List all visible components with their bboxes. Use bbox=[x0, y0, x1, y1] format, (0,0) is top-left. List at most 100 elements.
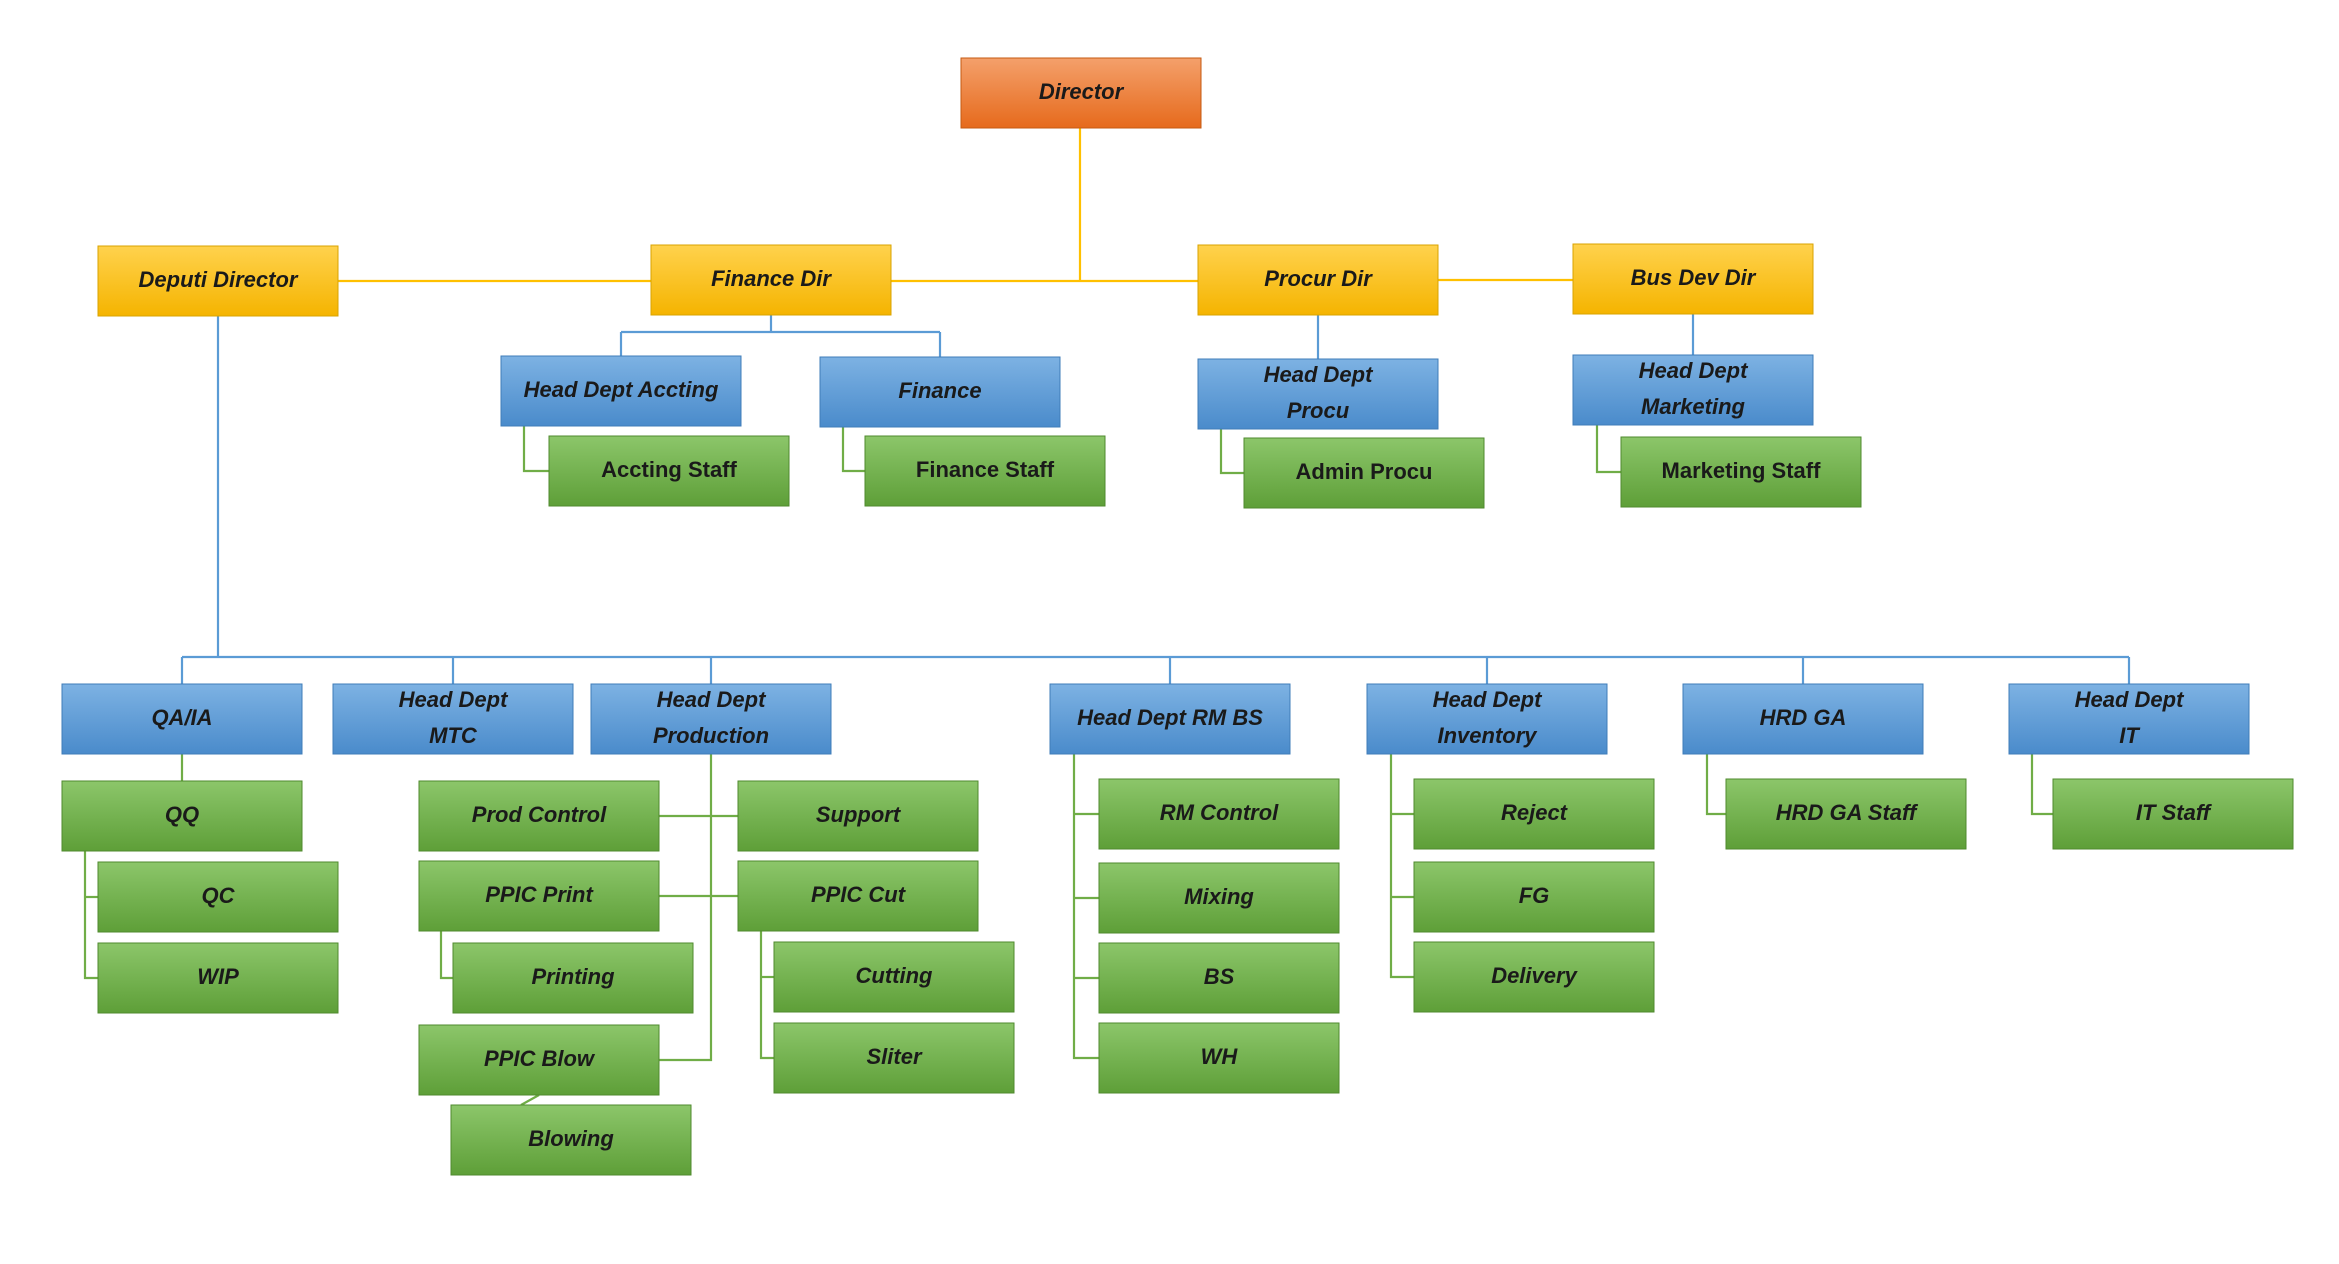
node-label: Procur Dir bbox=[1264, 266, 1373, 291]
node-hrd-ga: HRD GA bbox=[1682, 683, 1924, 755]
node-box bbox=[418, 1024, 660, 1096]
node-label: Head Dept bbox=[1433, 687, 1543, 712]
node-delivery: Delivery bbox=[1413, 941, 1655, 1013]
node-reject: Reject bbox=[1413, 778, 1655, 850]
node-prod-control: Prod Control bbox=[418, 780, 660, 852]
node-ppic-cut: PPIC Cut bbox=[737, 860, 979, 932]
node-label: Head Dept bbox=[399, 687, 509, 712]
node-wip: WIP bbox=[97, 942, 339, 1014]
node-box bbox=[332, 683, 574, 755]
node-procur-dir: Procur Dir bbox=[1197, 244, 1439, 316]
node-printing: Printing bbox=[452, 942, 694, 1014]
node-bus-dev-dir: Bus Dev Dir bbox=[1572, 243, 1814, 315]
node-box bbox=[1098, 1022, 1340, 1094]
node-label: Head Dept bbox=[1264, 362, 1374, 387]
node-box bbox=[1572, 354, 1814, 426]
node-box bbox=[773, 941, 1015, 1013]
node-accting-staff: Accting Staff bbox=[548, 435, 790, 507]
node-box bbox=[97, 245, 339, 317]
node-label: FG bbox=[1519, 883, 1550, 908]
node-box bbox=[97, 861, 339, 933]
node-label: BS bbox=[1204, 964, 1235, 989]
connector-line bbox=[520, 1094, 540, 1106]
node-label: Procu bbox=[1287, 398, 1350, 423]
node-label: Marketing bbox=[1641, 394, 1745, 419]
node-wh: WH bbox=[1098, 1022, 1340, 1094]
node-box bbox=[1098, 778, 1340, 850]
node-label: HRD GA bbox=[1760, 705, 1847, 730]
node-box bbox=[61, 780, 303, 852]
node-box bbox=[1413, 778, 1655, 850]
node-sliter: Sliter bbox=[773, 1022, 1015, 1094]
connector-line bbox=[1219, 429, 1244, 475]
node-fg: FG bbox=[1413, 861, 1655, 933]
connector-line bbox=[1705, 754, 1726, 816]
node-label: Delivery bbox=[1491, 963, 1578, 988]
node-ppic-print: PPIC Print bbox=[418, 860, 660, 932]
node-label: Deputi Director bbox=[139, 267, 299, 292]
node-box bbox=[1197, 358, 1439, 430]
node-finance-dir: Finance Dir bbox=[650, 244, 892, 316]
node-label: QC bbox=[202, 883, 236, 908]
connector-line bbox=[522, 426, 549, 473]
node-label: QQ bbox=[165, 802, 199, 827]
node-box bbox=[2052, 778, 2294, 850]
node-label: Printing bbox=[531, 964, 615, 989]
connector-line bbox=[2030, 754, 2053, 816]
node-label: PPIC Print bbox=[485, 882, 594, 907]
node-ppic-blow: PPIC Blow bbox=[418, 1024, 660, 1096]
node-box bbox=[1197, 244, 1439, 316]
node-label: Director bbox=[1039, 79, 1125, 104]
node-cutting: Cutting bbox=[773, 941, 1015, 1013]
node-blowing: Blowing bbox=[450, 1104, 692, 1176]
node-box bbox=[737, 780, 979, 852]
node-label: Head Dept bbox=[2075, 687, 2185, 712]
node-label: Head Dept Accting bbox=[524, 377, 719, 402]
node-label: RM Control bbox=[1160, 800, 1279, 825]
node-box bbox=[864, 435, 1106, 507]
node-director: Director bbox=[960, 57, 1202, 129]
node-label: Head Dept RM BS bbox=[1077, 705, 1263, 730]
node-mixing: Mixing bbox=[1098, 862, 1340, 934]
node-qa-ia: QA/IA bbox=[61, 683, 303, 755]
node-label: IT bbox=[2119, 723, 2140, 748]
node-label: Prod Control bbox=[472, 802, 607, 827]
node-box bbox=[452, 942, 694, 1014]
node-label: PPIC Blow bbox=[484, 1046, 596, 1071]
connector-line bbox=[759, 931, 774, 1060]
connector-line bbox=[841, 427, 865, 473]
node-box bbox=[590, 683, 832, 755]
node-label: PPIC Cut bbox=[811, 882, 907, 907]
node-rm-control: RM Control bbox=[1098, 778, 1340, 850]
node-label: QA/IA bbox=[151, 705, 212, 730]
node-head-dept-rm-bs: Head Dept RM BS bbox=[1049, 683, 1291, 755]
node-head-dept-accting: Head Dept Accting bbox=[500, 355, 742, 427]
connector-line bbox=[659, 754, 713, 1062]
node-box bbox=[1413, 941, 1655, 1013]
node-label: Inventory bbox=[1437, 723, 1538, 748]
connector-line bbox=[83, 851, 98, 980]
node-label: Reject bbox=[1501, 800, 1569, 825]
node-label: Production bbox=[653, 723, 769, 748]
node-label: Finance bbox=[898, 378, 981, 403]
node-box bbox=[1725, 778, 1967, 850]
node-box bbox=[418, 860, 660, 932]
node-marketing-staff: Marketing Staff bbox=[1620, 436, 1862, 508]
node-label: Support bbox=[816, 802, 902, 827]
connector-line bbox=[1072, 754, 1099, 1060]
node-label: Admin Procu bbox=[1296, 459, 1433, 484]
node-label: Accting Staff bbox=[601, 457, 737, 482]
node-label: Head Dept bbox=[1639, 358, 1749, 383]
node-label: Blowing bbox=[528, 1126, 614, 1151]
node-admin-procu: Admin Procu bbox=[1243, 437, 1485, 509]
node-finance-staff: Finance Staff bbox=[864, 435, 1106, 507]
node-qc: QC bbox=[97, 861, 339, 933]
node-box bbox=[1366, 683, 1608, 755]
